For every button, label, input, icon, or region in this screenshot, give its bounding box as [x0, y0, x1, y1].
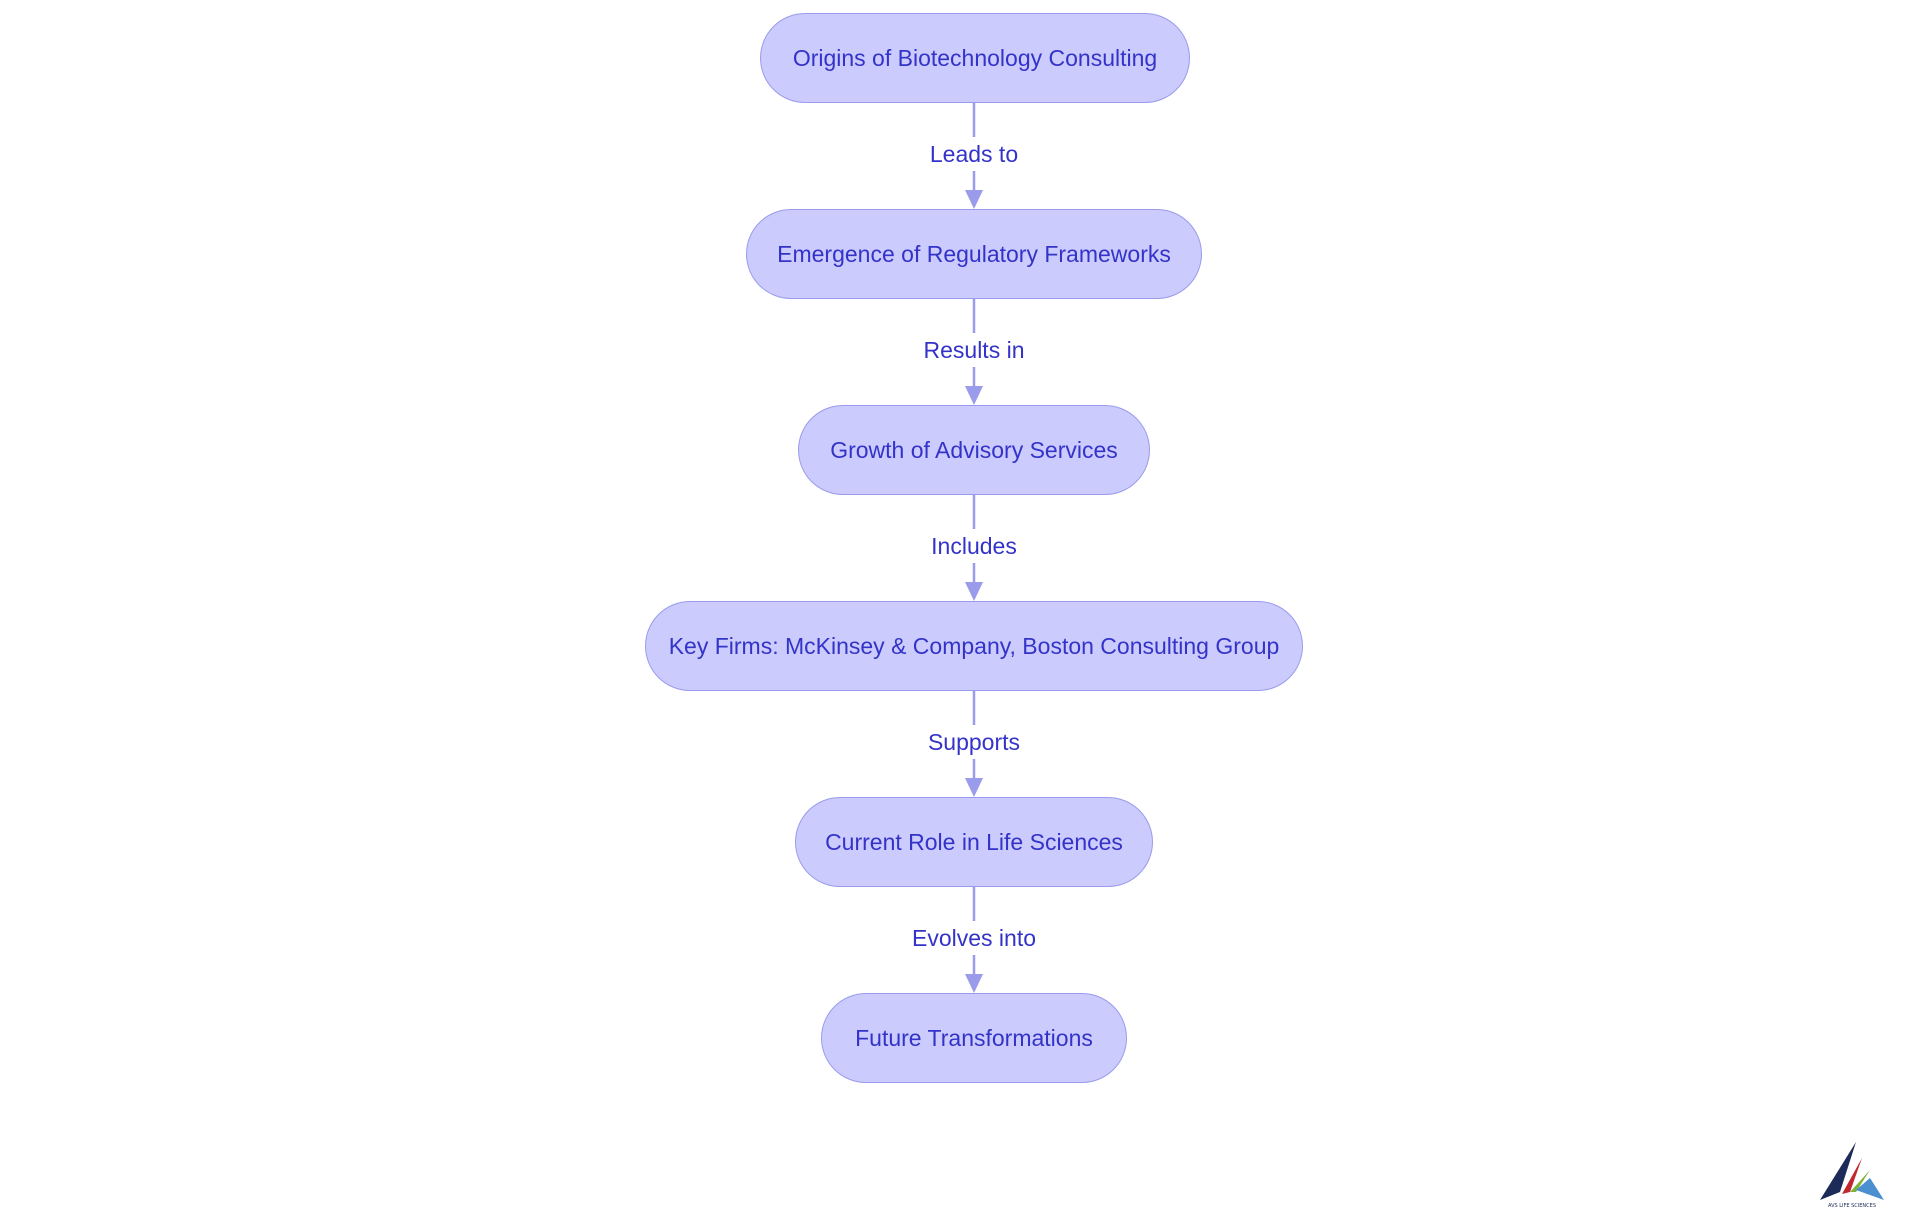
- node-label: Growth of Advisory Services: [830, 436, 1118, 463]
- node-origins: Origins of Biotechnology Consulting: [760, 13, 1190, 103]
- node-current-role: Current Role in Life Sciences: [795, 797, 1153, 887]
- node-future-transformations: Future Transformations: [821, 993, 1127, 1083]
- node-regulatory-frameworks: Emergence of Regulatory Frameworks: [746, 209, 1202, 299]
- logo-text: AVS LIFE SCIENCES: [1828, 1203, 1876, 1209]
- node-label: Key Firms: McKinsey & Company, Boston Co…: [668, 632, 1280, 659]
- edge-arrowhead: [965, 778, 983, 797]
- logo-navy-stroke: [1820, 1142, 1856, 1200]
- edge-label-includes: Includes: [927, 529, 1021, 563]
- edge-label-evolves-into: Evolves into: [907, 921, 1041, 955]
- node-advisory-services: Growth of Advisory Services: [798, 405, 1150, 495]
- node-label: Current Role in Life Sciences: [825, 828, 1123, 855]
- edge-arrowhead: [965, 190, 983, 209]
- logo-blue-stroke: [1856, 1178, 1884, 1200]
- node-label: Emergence of Regulatory Frameworks: [777, 240, 1171, 267]
- edge-label-leads-to: Leads to: [925, 137, 1023, 171]
- node-label: Origins of Biotechnology Consulting: [792, 44, 1158, 71]
- edge-arrowhead: [965, 582, 983, 601]
- logo-red-stroke: [1842, 1158, 1862, 1194]
- edge-label-results-in: Results in: [919, 333, 1029, 367]
- node-label: Future Transformations: [855, 1024, 1093, 1051]
- edge-label-supports: Supports: [923, 725, 1025, 759]
- logo-green-stroke: [1850, 1170, 1870, 1192]
- avs-life-sciences-logo: AVS LIFE SCIENCES: [1820, 1142, 1884, 1209]
- edge-arrowhead: [965, 974, 983, 993]
- node-key-firms: Key Firms: McKinsey & Company, Boston Co…: [645, 601, 1303, 691]
- edge-arrowhead: [965, 386, 983, 405]
